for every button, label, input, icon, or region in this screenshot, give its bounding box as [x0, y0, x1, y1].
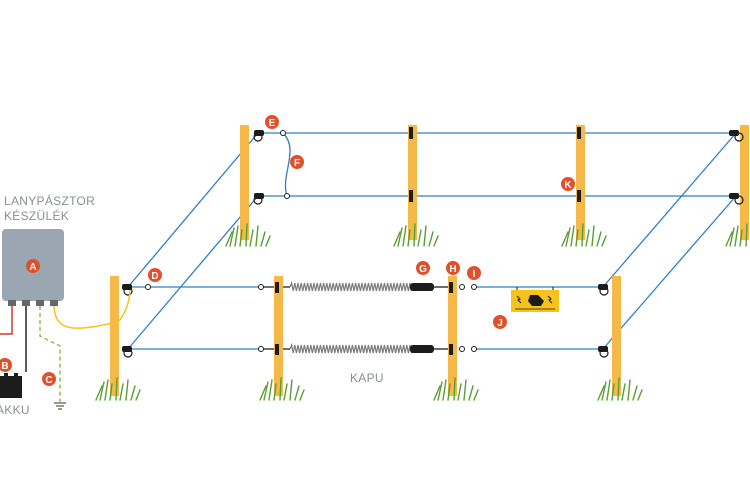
badge-g: G [416, 261, 430, 275]
front-wires [132, 286, 600, 350]
front-posts [110, 276, 621, 396]
post [612, 276, 621, 396]
gate-handle [410, 283, 434, 291]
badge-c: C [42, 372, 56, 386]
post [408, 125, 417, 240]
svg-text:I: I [473, 269, 476, 280]
gate-springs [289, 280, 413, 354]
svg-text:H: H [449, 264, 456, 275]
battery-label: AKKU [0, 403, 30, 417]
device-label-line1: LANYPÁSZTOR [4, 193, 95, 208]
badge-k: K [561, 177, 575, 191]
device-label-line2: KÉSZÜLÉK [4, 208, 69, 223]
badge-e: E [265, 115, 279, 129]
gate-handle [410, 345, 434, 353]
post [110, 276, 119, 396]
grass-back [225, 223, 748, 247]
svg-text:C: C [45, 375, 52, 386]
back-posts [240, 125, 749, 240]
post [740, 125, 749, 240]
svg-text:E: E [269, 118, 276, 129]
post [240, 125, 249, 240]
badge-j: J [493, 315, 507, 329]
post [274, 276, 283, 396]
badge-f: F [290, 155, 304, 169]
back-wires [262, 132, 736, 197]
fence-lead [53, 305, 119, 329]
ground-lead [39, 306, 61, 402]
badge-d: D [148, 268, 162, 282]
gate-label: KAPU [350, 371, 384, 385]
post [448, 276, 457, 396]
svg-text:F: F [294, 158, 300, 169]
badge-h: H [446, 261, 460, 275]
battery [0, 376, 22, 398]
warning-sign [511, 287, 559, 312]
badge-i: I [467, 266, 481, 280]
side-wires [127, 132, 737, 350]
post [576, 125, 585, 240]
svg-text:K: K [564, 180, 572, 191]
badge-a: A [26, 259, 40, 273]
grass-front [95, 377, 643, 401]
badge-b: B [0, 358, 12, 372]
svg-text:D: D [151, 271, 158, 282]
svg-text:G: G [419, 264, 427, 275]
svg-text:B: B [1, 361, 8, 372]
svg-text:J: J [497, 318, 503, 329]
svg-text:A: A [29, 262, 36, 273]
